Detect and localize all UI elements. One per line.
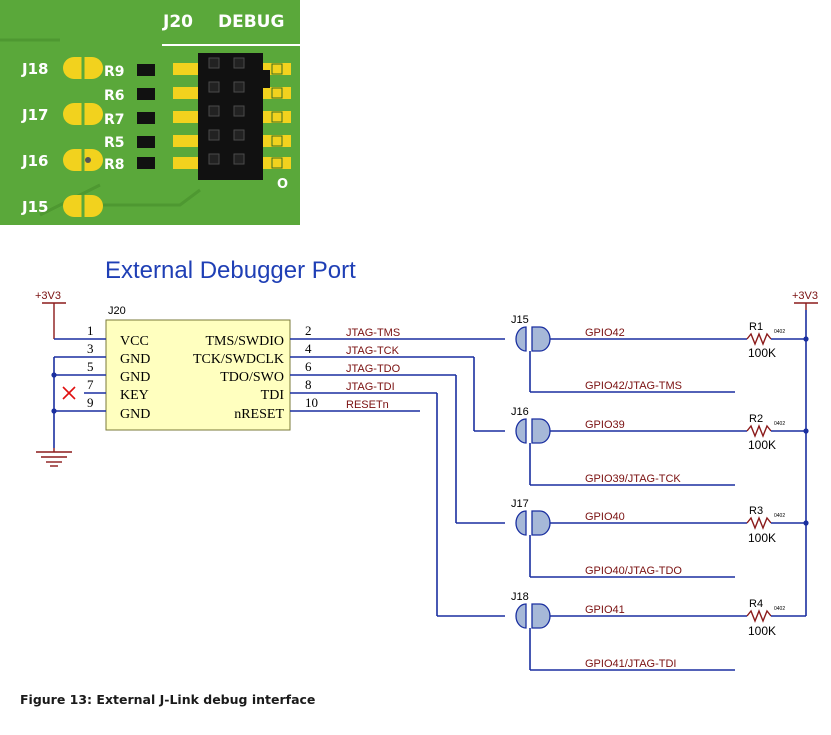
svg-text:GPIO42/JTAG-TMS: GPIO42/JTAG-TMS — [585, 380, 682, 392]
svg-text:100K: 100K — [748, 531, 776, 545]
svg-text:R6: R6 — [104, 88, 125, 104]
svg-text:GPIO42: GPIO42 — [585, 327, 625, 339]
j20-left-pins: 1 3 5 7 9 VCC GND GND KEY GND — [87, 323, 150, 422]
svg-text:+3V3: +3V3 — [35, 290, 61, 302]
jumper-j15: J15 GPIO42 GPIO42/JTAG-TMS — [511, 314, 747, 393]
svg-text:GPIO40/JTAG-TDO: GPIO40/JTAG-TDO — [585, 565, 682, 577]
resistor-labels: R9 R6 R7 R5 R8 — [104, 64, 125, 173]
svg-text:JTAG-TMS: JTAG-TMS — [346, 327, 400, 339]
svg-text:J18: J18 — [21, 60, 48, 78]
svg-text:TCK/SWDCLK: TCK/SWDCLK — [193, 352, 284, 367]
pcb-j20-label: J20 — [162, 12, 193, 32]
svg-text:R8: R8 — [104, 157, 125, 173]
header-pins — [208, 57, 245, 165]
power-symbol-right: +3V3 — [792, 290, 818, 310]
j20-left-wires — [51, 338, 106, 448]
net-labels: JTAG-TMS JTAG-TCK JTAG-TDO JTAG-TDI RESE… — [346, 327, 401, 411]
svg-text:8: 8 — [305, 377, 312, 392]
schematic-title: External Debugger Port — [105, 257, 356, 284]
j20-ref: J20 — [108, 305, 126, 317]
svg-text:R5: R5 — [104, 135, 125, 151]
svg-text:KEY: KEY — [120, 388, 149, 403]
svg-text:100K: 100K — [748, 438, 776, 452]
schematic: External Debugger Port +3V3 +3V3 J20 1 3… — [35, 257, 818, 671]
svg-text:R9: R9 — [104, 64, 125, 80]
svg-text:R3: R3 — [749, 505, 763, 517]
svg-text:VCC: VCC — [120, 334, 149, 349]
svg-text:GPIO41: GPIO41 — [585, 604, 625, 616]
svg-text:R1: R1 — [749, 321, 763, 333]
svg-text:0402: 0402 — [774, 513, 785, 519]
svg-text:J17: J17 — [511, 498, 529, 510]
resistor-r3: R3 0402 100K — [746, 505, 809, 545]
svg-text:JTAG-TCK: JTAG-TCK — [346, 345, 400, 357]
svg-text:+3V3: +3V3 — [792, 290, 818, 302]
svg-text:J15: J15 — [21, 198, 48, 216]
svg-text:7: 7 — [87, 377, 94, 392]
svg-text:R2: R2 — [749, 413, 763, 425]
svg-text:GPIO39/JTAG-TCK: GPIO39/JTAG-TCK — [585, 473, 681, 485]
svg-text:J16: J16 — [21, 152, 48, 170]
pin1-marker: O — [277, 177, 288, 192]
svg-text:4: 4 — [305, 341, 312, 356]
svg-text:0402: 0402 — [774, 606, 785, 612]
svg-text:GPIO39: GPIO39 — [585, 419, 625, 431]
svg-text:3: 3 — [87, 341, 94, 356]
figure-caption: Figure 13: External J-Link debug interfa… — [20, 692, 316, 707]
jumper-j18: J18 GPIO41 GPIO41/JTAG-TDI — [511, 591, 747, 671]
jumper-j16: J16 GPIO39 GPIO39/JTAG-TCK — [511, 406, 747, 486]
svg-text:nRESET: nRESET — [234, 407, 284, 422]
svg-text:JTAG-TDI: JTAG-TDI — [346, 381, 395, 393]
svg-text:6: 6 — [305, 359, 312, 374]
svg-text:J16: J16 — [511, 406, 529, 418]
svg-text:5: 5 — [87, 359, 94, 374]
svg-text:R4: R4 — [749, 598, 763, 610]
pcb-photo: J20 DEBUG R9 R6 R7 R5 R8 — [0, 0, 300, 225]
power-symbol-left: +3V3 — [35, 290, 66, 339]
j20-right-pins: 2 4 6 8 10 TMS/SWDIO TCK/SWDCLK TDO/SWO … — [193, 323, 318, 422]
svg-text:0402: 0402 — [774, 329, 785, 335]
pcb-debug-label: DEBUG — [218, 12, 284, 32]
svg-text:TDO/SWO: TDO/SWO — [220, 370, 284, 385]
resistor-r4: R4 0402 100K — [746, 598, 806, 638]
svg-text:9: 9 — [87, 395, 94, 410]
svg-text:10: 10 — [305, 395, 318, 410]
svg-text:R7: R7 — [104, 112, 125, 128]
svg-text:TMS/SWDIO: TMS/SWDIO — [205, 334, 284, 349]
svg-text:GND: GND — [120, 370, 150, 385]
svg-text:0402: 0402 — [774, 421, 785, 427]
svg-text:2: 2 — [305, 323, 312, 338]
svg-text:JTAG-TDO: JTAG-TDO — [346, 363, 401, 375]
svg-text:100K: 100K — [748, 624, 776, 638]
no-connect-marker — [62, 386, 76, 400]
svg-text:J15: J15 — [511, 314, 529, 326]
ground-symbol — [36, 448, 72, 467]
svg-text:100K: 100K — [748, 346, 776, 360]
header-end-pads — [271, 63, 283, 169]
svg-text:J18: J18 — [511, 591, 529, 603]
j20-body — [105, 319, 291, 431]
svg-text:J17: J17 — [21, 106, 48, 124]
svg-text:TDI: TDI — [261, 388, 285, 403]
jumper-labels: J18 J17 J16 J15 — [21, 60, 48, 216]
resistor-r1: R1 0402 100K — [746, 321, 809, 360]
svg-text:RESETn: RESETn — [346, 399, 389, 411]
jtag-wires — [290, 338, 505, 617]
svg-text:GPIO41/JTAG-TDI: GPIO41/JTAG-TDI — [585, 658, 676, 670]
svg-text:GPIO40: GPIO40 — [585, 511, 625, 523]
svg-text:GND: GND — [120, 407, 150, 422]
jumper-j17: J17 GPIO40 GPIO40/JTAG-TDO — [511, 498, 747, 578]
svg-text:GND: GND — [120, 352, 150, 367]
resistor-pads — [137, 64, 155, 169]
resistor-r2: R2 0402 100K — [746, 413, 809, 452]
svg-text:1: 1 — [87, 323, 94, 338]
